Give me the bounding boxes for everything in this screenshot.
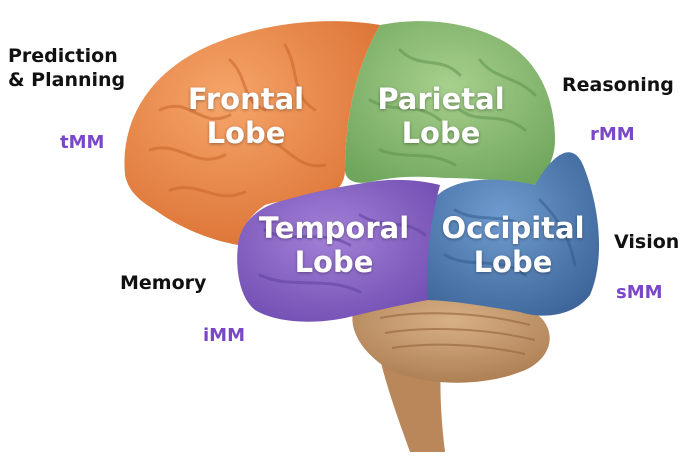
frontal-lobe-label-line1: Frontal bbox=[188, 82, 304, 116]
memory-label: Memory bbox=[120, 271, 206, 295]
temporal-lobe-label-line2: Lobe bbox=[259, 245, 409, 279]
occipital-lobe-label-line2: Lobe bbox=[441, 245, 584, 279]
parietal-lobe-label: Parietal Lobe bbox=[377, 82, 504, 150]
prediction-label-line1: Prediction bbox=[8, 44, 125, 68]
frontal-lobe-label: Frontal Lobe bbox=[188, 82, 304, 150]
parietal-lobe-label-line1: Parietal bbox=[377, 82, 504, 116]
reasoning-label: Reasoning bbox=[562, 73, 674, 97]
smm-tag: sMM bbox=[616, 282, 663, 303]
frontal-lobe-label-line2: Lobe bbox=[188, 116, 304, 150]
parietal-lobe-label-line2: Lobe bbox=[377, 116, 504, 150]
occipital-lobe-label: Occipital Lobe bbox=[441, 211, 584, 279]
imm-tag: iMM bbox=[203, 325, 245, 346]
rmm-tag: rMM bbox=[590, 124, 635, 145]
prediction-label-line2: & Planning bbox=[8, 68, 125, 92]
tmm-tag: tMM bbox=[60, 132, 104, 153]
vision-label: Vision bbox=[614, 230, 679, 254]
prediction-planning-label: Prediction & Planning bbox=[8, 44, 125, 92]
temporal-lobe-label-line1: Temporal bbox=[259, 211, 409, 245]
temporal-lobe-label: Temporal Lobe bbox=[259, 211, 409, 279]
occipital-lobe-label-line1: Occipital bbox=[441, 211, 584, 245]
